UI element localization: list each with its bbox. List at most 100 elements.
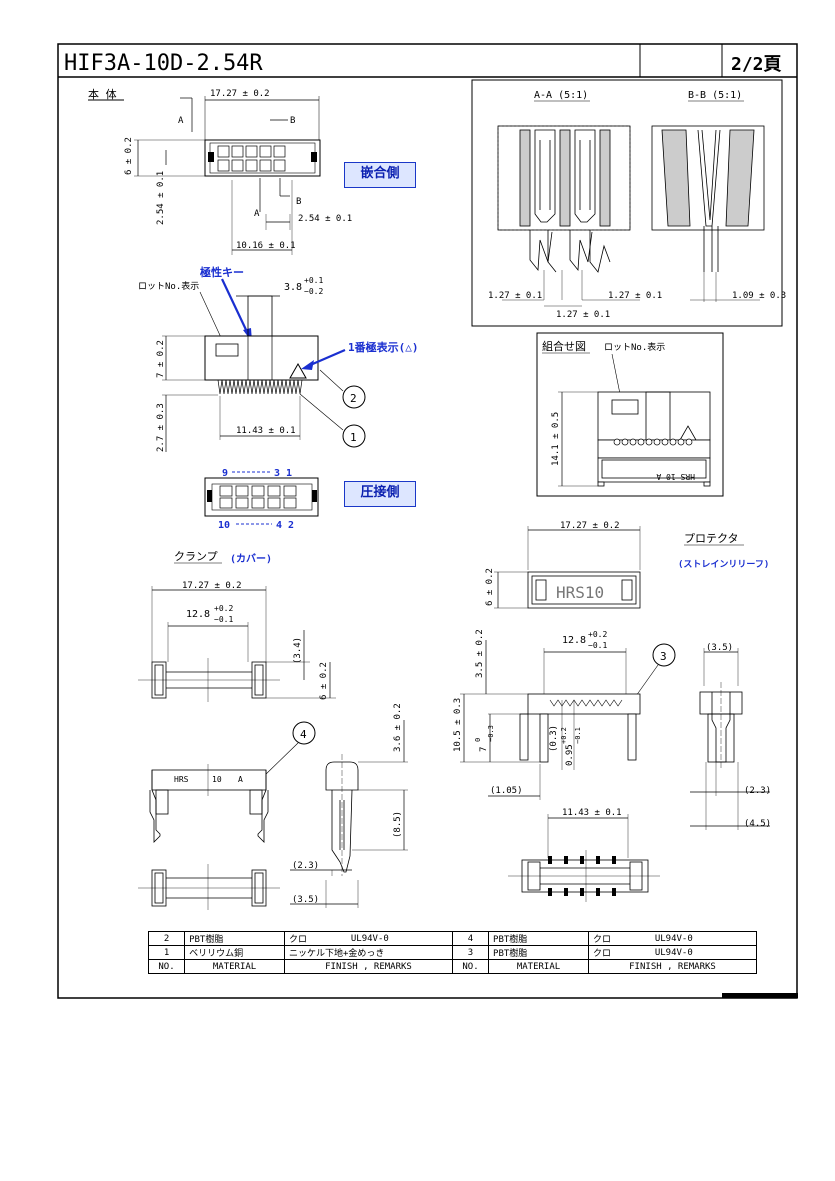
main-body-label: 本 体 xyxy=(88,87,117,101)
main-body-view: 本 体 17.27 ± 0.2 A B 6 ± 0.2 2 xyxy=(88,87,419,531)
dim-height-7: 7 ± 0.2 xyxy=(156,340,166,378)
protector-dim-10-5: 10.5 ± 0.3 xyxy=(453,698,463,752)
section-b-mark: B xyxy=(290,116,295,126)
bom-finish: クロ xyxy=(284,931,347,946)
assembly-title: 組合せ図 xyxy=(542,339,586,353)
protector-inner-minus: −0.1 xyxy=(588,641,607,650)
dim-key-tol-plus: +0.1 xyxy=(304,276,323,285)
protector-side-3-5: (3.5) xyxy=(706,643,733,653)
clamp-dim-3-5: (3.5) xyxy=(292,895,319,905)
bom-remark-2: UL94V-0 xyxy=(650,931,757,946)
title-block: HIF3A-10D-2.54R 2/2頁 xyxy=(57,43,798,999)
clamp-marking-a: A xyxy=(238,775,243,784)
clamp-subtitle: (カバー) xyxy=(230,553,272,565)
clamp-title: クランプ xyxy=(174,550,218,563)
protector-dim-0-3: (0.3) xyxy=(549,725,559,752)
protector-subtitle: (ストレインリリーフ) xyxy=(678,559,769,570)
protector-side-2-3: (2.3) xyxy=(744,786,771,796)
clamp-height-6: 6 ± 0.2 xyxy=(319,662,329,700)
section-aa-dim-right: 1.27 ± 0.1 xyxy=(608,291,662,301)
section-a-mark-lower: A xyxy=(254,209,260,219)
bom-row: 2 PBT樹脂 クロ UL94V-0 4 PBT樹脂 クロ UL94V-0 xyxy=(147,931,757,946)
protector-span-11-43: 11.43 ± 0.1 xyxy=(562,808,622,818)
assembly-marking: HRS 10 A xyxy=(656,472,695,481)
dim-pitch-horizontal: 2.54 ± 0.1 xyxy=(298,214,352,224)
pin1-mark-label: 1番極表示(△) xyxy=(348,340,419,354)
protector-title: プロテクタ xyxy=(684,532,739,545)
pin-num-top-left: 9 xyxy=(222,468,228,479)
dim-key-width: 3.8 xyxy=(284,282,302,293)
bom-no: 2 xyxy=(147,931,186,946)
bom-no-2: 3 xyxy=(451,945,490,960)
protector-width: 17.27 ± 0.2 xyxy=(560,521,620,531)
sheet-number: 2/2頁 xyxy=(731,54,782,75)
bom-header-no: NO. xyxy=(147,959,186,974)
protector-dim-0-95: 0.95 xyxy=(565,744,575,766)
callout-3: 3 xyxy=(660,650,667,663)
section-b-mark-lower: B xyxy=(296,197,301,207)
bom-finish: ニッケル下地+金めっき xyxy=(284,945,453,960)
section-aa-title: A-A (5:1) xyxy=(534,90,588,101)
bom-header-material: MATERIAL xyxy=(184,959,286,974)
clamp-dim-8-5: (8.5) xyxy=(393,811,403,838)
assembly-height: 14.1 ± 0.5 xyxy=(551,412,561,466)
protector-dim-7-minus: −0.3 xyxy=(487,725,495,742)
clamp-inner: 12.8 xyxy=(186,609,210,620)
bom-finish-2: クロ xyxy=(587,931,651,946)
bom-finish-2: クロ xyxy=(587,945,651,960)
section-views: A-A (5:1) B-B (5:1) xyxy=(471,79,786,327)
protector-inner-plus: +0.2 xyxy=(588,630,607,639)
protector-view: プロテクタ (ストレインリリーフ) 17.27 ± 0.2 HRS10 6 ± … xyxy=(453,521,771,902)
dim-lead-2-7: 2.7 ± 0.3 xyxy=(156,403,166,452)
clamp-dim-2-3: (2.3) xyxy=(292,861,319,871)
callout-2: 2 xyxy=(350,392,357,405)
dim-span-10-16: 10.16 ± 0.1 xyxy=(236,241,296,251)
clamp-marking-hrs: HRS xyxy=(174,775,189,784)
protector-dim-7: 7 xyxy=(479,747,489,752)
clamp-width: 17.27 ± 0.2 xyxy=(182,581,242,591)
protector-marking: HRS10 xyxy=(556,583,604,602)
protector-inner: 12.8 xyxy=(562,635,586,646)
bom-header-row: NO. MATERIAL FINISH , REMARKS NO. MATERI… xyxy=(147,959,757,974)
clamp-dim-3-6: 3.6 ± 0.2 xyxy=(393,703,403,752)
protector-dim-3-5-top: 3.5 ± 0.2 xyxy=(475,629,485,678)
bom-material: ベリリウム銅 xyxy=(184,945,286,960)
part-number: HIF3A-10D-2.54R xyxy=(64,51,263,76)
bom-header-finish-2: FINISH , REMARKS xyxy=(588,959,757,974)
dim-span-11-43: 11.43 ± 0.1 xyxy=(236,426,296,436)
assembly-view: 組合せ図 ロットNo.表示 HRS 10 A 14.1 ± 0.5 xyxy=(536,332,724,497)
pin-num-bottom-left: 10 xyxy=(218,520,230,531)
protector-side-4-5: (4.5) xyxy=(744,819,771,829)
callout-4: 4 xyxy=(300,728,307,741)
protector-dim-1-05: (1.05) xyxy=(490,786,523,796)
dim-pitch-vertical: 2.54 ± 0.1 xyxy=(156,171,166,225)
protector-height-6: 6 ± 0.2 xyxy=(485,568,495,606)
bom-no: 1 xyxy=(147,945,186,960)
bom-header-material-2: MATERIAL xyxy=(488,959,589,974)
dim-key-tol-minus: −0.2 xyxy=(304,287,323,296)
bom-material-2: PBT樹脂 xyxy=(488,945,589,960)
section-aa-dim-bottom: 1.27 ± 0.1 xyxy=(556,310,610,320)
clamp-inner-minus: −0.1 xyxy=(214,615,233,624)
protector-dim-0-95-minus: −0.1 xyxy=(574,727,582,744)
dim-height-6: 6 ± 0.2 xyxy=(124,137,134,175)
clamp-inner-plus: +0.2 xyxy=(214,604,233,613)
dim-overall-width: 17.27 ± 0.2 xyxy=(210,89,270,99)
clamp-marking-10: 10 xyxy=(212,775,222,784)
clamp-dim-3-4: (3.4) xyxy=(293,637,303,664)
polarity-key-label: 極性キー xyxy=(199,265,244,279)
pin-num-top-right: 3 1 xyxy=(274,468,292,479)
bom-remark: UL94V-0 xyxy=(346,931,453,946)
callout-1: 1 xyxy=(350,431,357,444)
section-bb-title: B-B (5:1) xyxy=(688,90,742,101)
protector-dim-7-plus: 0 xyxy=(474,738,482,742)
section-aa-dim-left: 1.27 ± 0.1 xyxy=(488,291,542,301)
bom-row: 1 ベリリウム銅 ニッケル下地+金めっき 3 PBT樹脂 クロ UL94V-0 xyxy=(147,945,757,960)
crimp-side-label: 圧接側 xyxy=(344,481,416,507)
clamp-view: クランプ (カバー) 17.27 ± 0.2 12.8 +0.2 −0.1 (3… xyxy=(138,550,408,910)
lot-no-label: ロットNo.表示 xyxy=(138,280,199,292)
bom-header-finish: FINISH , REMARKS xyxy=(284,959,453,974)
bom-material-2: PBT樹脂 xyxy=(488,931,589,946)
bom-remark-2: UL94V-0 xyxy=(650,945,757,960)
protector-dim-0-95-plus: +0.2 xyxy=(560,727,568,744)
